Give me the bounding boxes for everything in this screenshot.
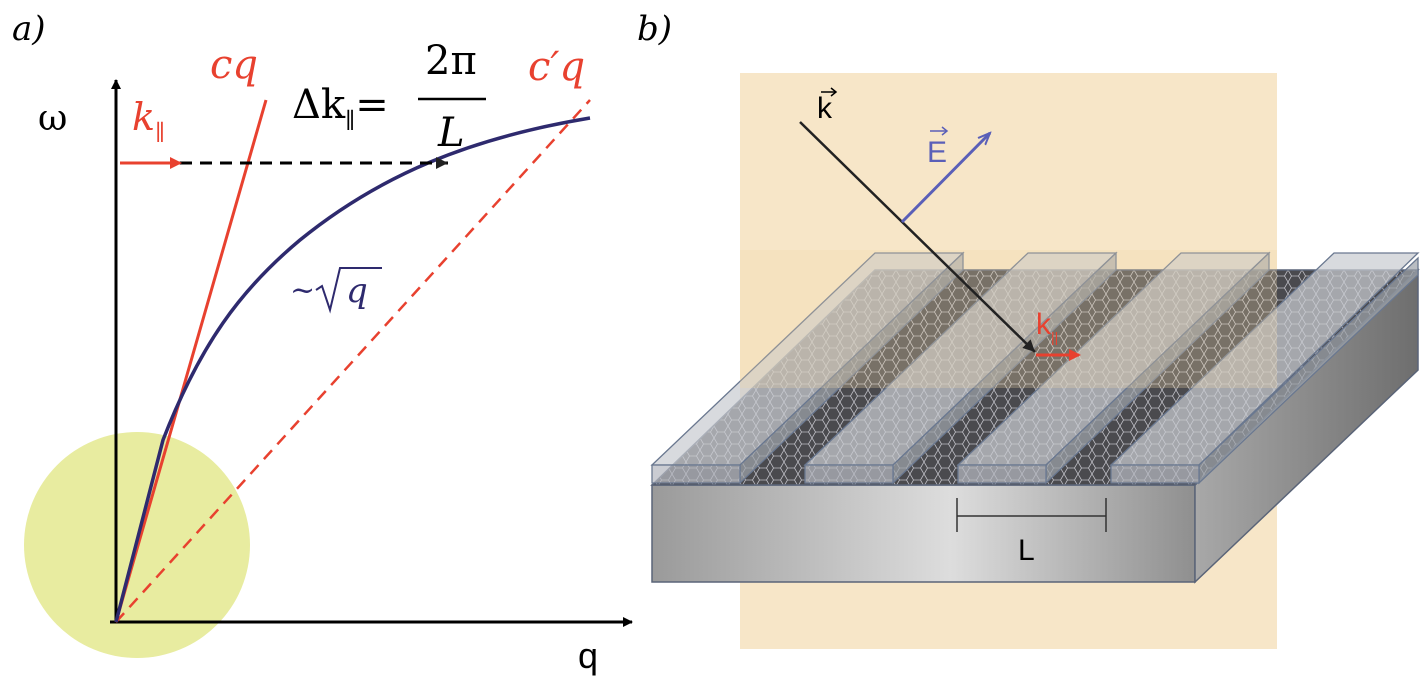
wave-vector-overarrow-head xyxy=(830,87,838,97)
k-parallel-letter-b: k xyxy=(1036,308,1052,341)
grating-ridge xyxy=(650,251,965,485)
panel-a: a) ω q k∥ cq c′q Δk∥= 2π L ~ q xyxy=(12,9,633,676)
plasmon-dispersion-curve xyxy=(114,116,591,623)
light-line-cq-label: cq xyxy=(210,42,258,88)
light-line-cprime-q xyxy=(115,99,591,623)
sqrt-q: q xyxy=(346,271,368,311)
k-parallel-subscript-a: ∥ xyxy=(155,121,165,146)
sqrt-sign xyxy=(315,267,382,314)
grating-ridge xyxy=(956,251,1271,485)
period-marker xyxy=(956,498,1107,532)
field-label: E xyxy=(927,136,947,169)
light-line-cprime-q-label: c′q xyxy=(528,44,585,90)
k-parallel-label-b: k|| xyxy=(1036,308,1058,345)
grating-ridge xyxy=(803,251,1118,485)
panel-a-label: a) xyxy=(12,9,46,49)
field-overarrow-head xyxy=(941,126,949,136)
plane-overlay xyxy=(740,250,1277,388)
grating-ridge xyxy=(1109,252,1420,485)
delta-k-subscript: ∥ xyxy=(345,109,355,134)
k-parallel-subscript-b: || xyxy=(1051,329,1058,345)
delta-k-denominator: L xyxy=(437,110,465,156)
delta-k-text: Δk xyxy=(292,82,346,128)
slab-front xyxy=(651,484,1196,583)
period-label: L xyxy=(1018,534,1035,567)
x-axis-label: q xyxy=(578,635,598,676)
delta-k-equals: = xyxy=(355,82,389,128)
delta-k-label: Δk∥= xyxy=(292,82,389,134)
grating-ridges xyxy=(650,251,1420,485)
k-parallel-letter-a: k xyxy=(132,95,155,139)
light-line-cq xyxy=(114,99,268,623)
wave-vector-label: k xyxy=(817,92,833,125)
incident-wave-vector xyxy=(799,121,1036,353)
panel-b: b) xyxy=(637,9,1420,649)
sqrt-q-label: ~ q xyxy=(290,267,382,314)
electric-field-arrow xyxy=(900,133,990,224)
k-parallel-label-a: k∥ xyxy=(132,95,165,146)
panel-b-label: b) xyxy=(637,9,672,49)
tilde: ~ xyxy=(290,273,315,308)
delta-k-numerator: 2π xyxy=(425,38,477,84)
y-axis-label: ω xyxy=(38,98,67,139)
